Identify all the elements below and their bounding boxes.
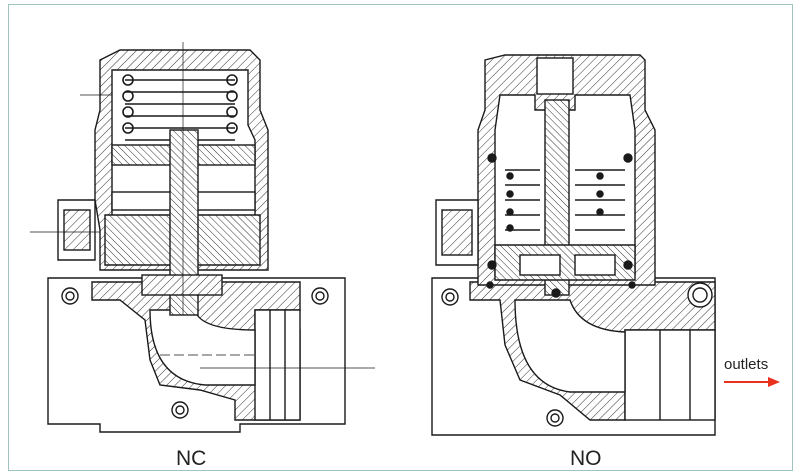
nc-spring <box>122 74 238 141</box>
outlets-arrow <box>724 377 780 387</box>
no-right-fitting <box>687 282 713 308</box>
figure-frame <box>8 4 793 471</box>
nc-bolt-holes <box>61 287 329 419</box>
nc-outlet-bore <box>254 309 301 421</box>
no-top-plug <box>536 57 574 95</box>
no-valve-drawing <box>431 54 716 436</box>
outlets-label: outlets <box>724 356 769 373</box>
no-elbow-passage <box>514 299 626 393</box>
nc-valve-drawing <box>30 42 375 433</box>
no-o-rings <box>486 153 636 298</box>
caption-no: NO <box>570 447 602 470</box>
caption-nc: NC <box>176 447 207 470</box>
no-bolt-holes <box>441 288 564 427</box>
nc-center-lines <box>30 42 375 369</box>
nc-elbow-passage <box>149 309 256 386</box>
no-springs <box>505 169 625 232</box>
no-outlet-bore <box>624 329 716 421</box>
